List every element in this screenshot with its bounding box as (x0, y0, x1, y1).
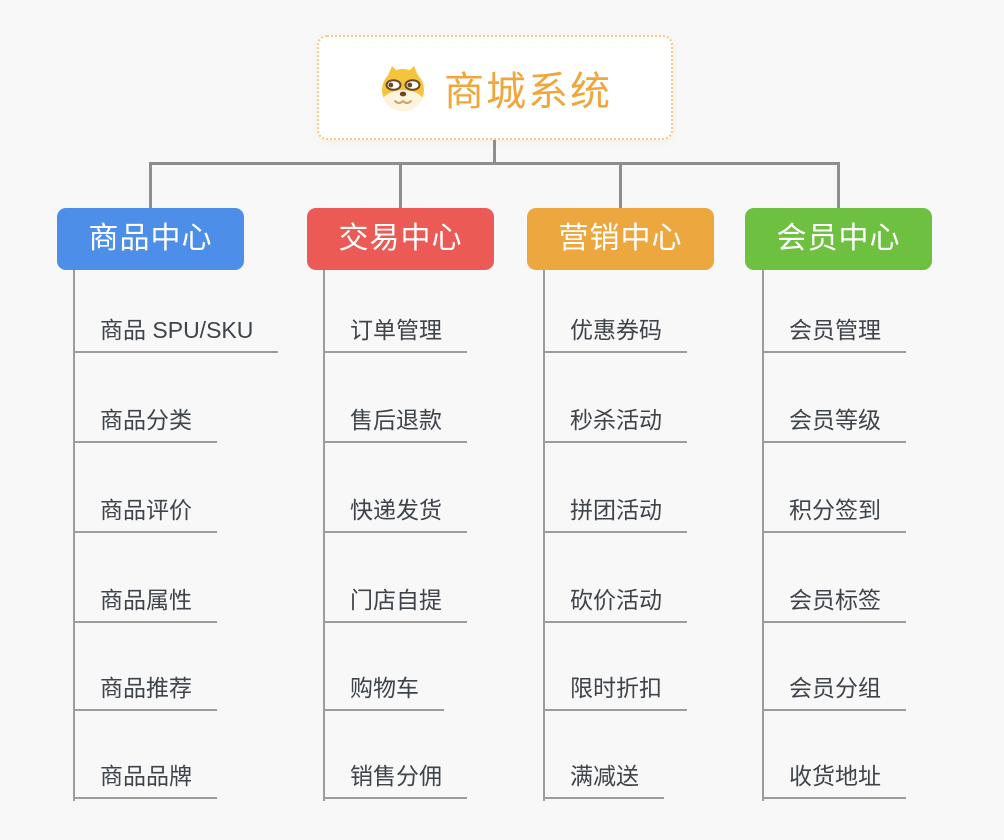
spine-trade (323, 270, 325, 801)
leaf-node[interactable]: 快递发货 (323, 495, 467, 533)
dog-face-icon (378, 64, 428, 112)
leaf-node[interactable]: 收货地址 (762, 761, 906, 799)
leaf-node[interactable]: 拼团活动 (543, 495, 687, 533)
connector-drop-member (837, 162, 840, 210)
leaf-node[interactable]: 砍价活动 (543, 585, 687, 623)
branch-header-member[interactable]: 会员中心 (745, 208, 932, 270)
root-node[interactable]: 商城系统 (317, 35, 673, 140)
connector-horizontal (149, 162, 840, 165)
connector-drop-trade (399, 162, 402, 210)
leaf-node[interactable]: 销售分佣 (323, 761, 467, 799)
leaf-node[interactable]: 订单管理 (323, 315, 467, 353)
leaf-node[interactable]: 秒杀活动 (543, 405, 687, 443)
connector-root-vertical (493, 140, 496, 164)
leaf-node[interactable]: 满减送 (543, 761, 664, 799)
branch-header-marketing[interactable]: 营销中心 (527, 208, 714, 270)
connector-drop-product (149, 162, 152, 210)
branch-header-trade[interactable]: 交易中心 (307, 208, 494, 270)
leaf-node[interactable]: 商品评价 (73, 495, 217, 533)
leaf-node[interactable]: 购物车 (323, 673, 444, 711)
leaf-node[interactable]: 商品推荐 (73, 673, 217, 711)
leaf-node[interactable]: 商品品牌 (73, 761, 217, 799)
leaf-node[interactable]: 售后退款 (323, 405, 467, 443)
leaf-node[interactable]: 优惠券码 (543, 315, 687, 353)
leaf-node[interactable]: 积分签到 (762, 495, 906, 533)
leaf-node[interactable]: 限时折扣 (543, 673, 687, 711)
connector-drop-marketing (619, 162, 622, 210)
spine-member (762, 270, 764, 801)
leaf-node[interactable]: 会员标签 (762, 585, 906, 623)
leaf-node[interactable]: 商品 SPU/SKU (73, 315, 279, 353)
leaf-node[interactable]: 门店自提 (323, 585, 467, 623)
leaf-node[interactable]: 商品分类 (73, 405, 217, 443)
branch-header-product[interactable]: 商品中心 (57, 208, 244, 270)
spine-product (73, 270, 75, 801)
leaf-node[interactable]: 会员管理 (762, 315, 906, 353)
spine-marketing (543, 270, 545, 801)
leaf-node[interactable]: 会员等级 (762, 405, 906, 443)
leaf-node[interactable]: 商品属性 (73, 585, 217, 623)
leaf-node[interactable]: 会员分组 (762, 673, 906, 711)
root-title: 商城系统 (444, 69, 612, 114)
